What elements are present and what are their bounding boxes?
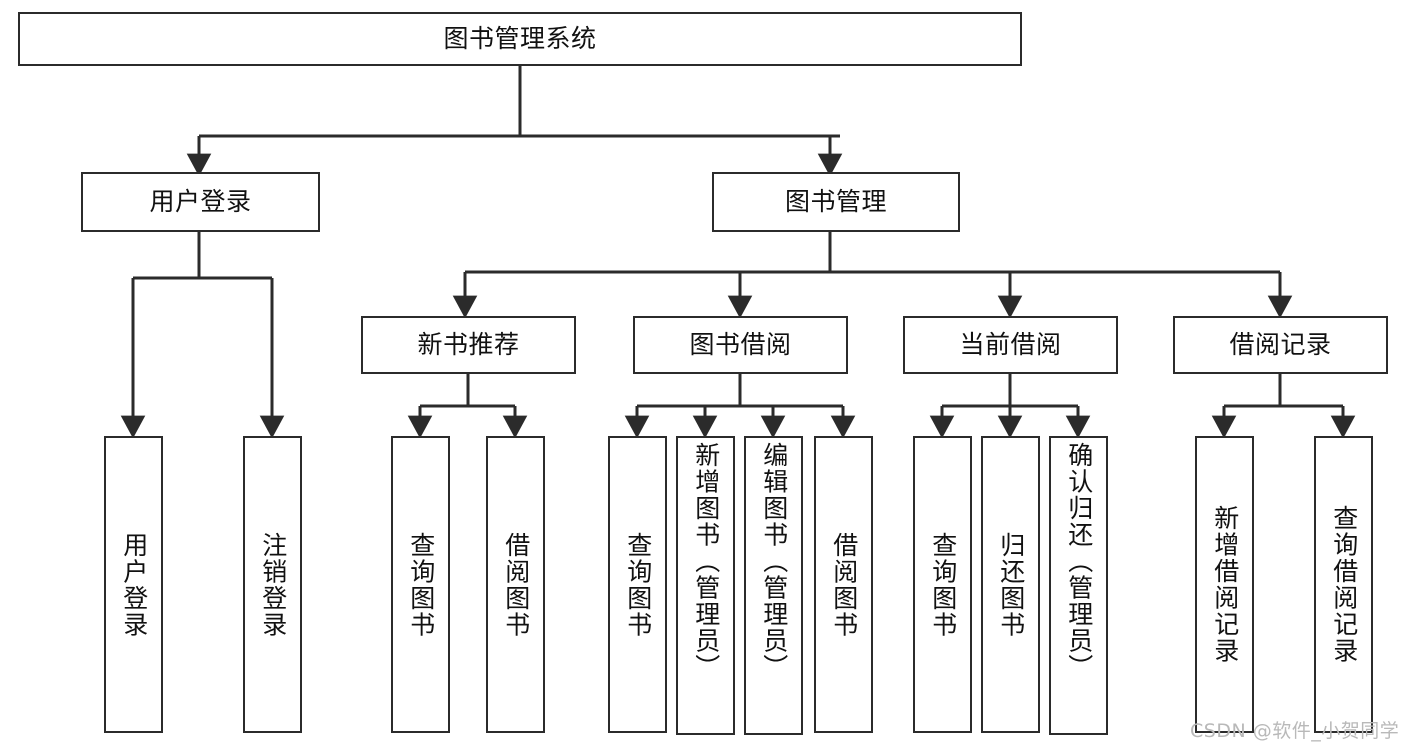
node-borrow-record-label: 借阅记录 xyxy=(1229,330,1332,359)
node-root[interactable]: 图书管理系统 xyxy=(18,12,1022,66)
node-new-book-rec[interactable]: 新书推荐 xyxy=(361,316,576,374)
leaf-add-book-label: 新增图书（管理员） xyxy=(691,442,721,681)
node-book-manage-label: 图书管理 xyxy=(784,187,887,216)
node-current-borrow-label: 当前借阅 xyxy=(959,330,1062,359)
leaf-query-book-3[interactable]: 查询图书 xyxy=(913,436,972,733)
leaf-user-login[interactable]: 用户登录 xyxy=(104,436,163,733)
leaf-borrow-book-1[interactable]: 借阅图书 xyxy=(486,436,545,733)
leaf-edit-book[interactable]: 编辑图书（管理员） xyxy=(744,436,803,735)
leaf-confirm-return-label: 确认归还（管理员） xyxy=(1064,442,1094,681)
leaf-borrow-book-1-label: 借阅图书 xyxy=(501,531,531,638)
leaf-query-record-label: 查询借阅记录 xyxy=(1329,505,1359,664)
node-new-book-rec-label: 新书推荐 xyxy=(417,330,520,359)
leaf-logout-label: 注销登录 xyxy=(258,531,288,638)
leaf-query-book-2-label: 查询图书 xyxy=(623,531,653,638)
node-book-manage[interactable]: 图书管理 xyxy=(712,172,960,232)
leaf-user-login-label: 用户登录 xyxy=(119,531,149,638)
leaf-add-record[interactable]: 新增借阅记录 xyxy=(1195,436,1254,733)
leaf-query-book-3-label: 查询图书 xyxy=(928,531,958,638)
leaf-query-book-2[interactable]: 查询图书 xyxy=(608,436,667,733)
node-root-label: 图书管理系统 xyxy=(443,24,597,53)
leaf-return-book[interactable]: 归还图书 xyxy=(981,436,1040,733)
leaf-add-record-label: 新增借阅记录 xyxy=(1210,505,1240,664)
leaf-borrow-book-2-label: 借阅图书 xyxy=(829,531,859,638)
csdn-watermark: CSDN @软件_小贺同学 xyxy=(1190,720,1400,742)
node-user-login-label: 用户登录 xyxy=(149,187,252,216)
leaf-logout[interactable]: 注销登录 xyxy=(243,436,302,733)
leaf-add-book[interactable]: 新增图书（管理员） xyxy=(676,436,735,735)
leaf-confirm-return[interactable]: 确认归还（管理员） xyxy=(1049,436,1108,735)
node-book-borrow-label: 图书借阅 xyxy=(689,330,792,359)
leaf-borrow-book-2[interactable]: 借阅图书 xyxy=(814,436,873,733)
leaf-return-book-label: 归还图书 xyxy=(996,531,1026,638)
node-borrow-record[interactable]: 借阅记录 xyxy=(1173,316,1388,374)
leaf-query-record[interactable]: 查询借阅记录 xyxy=(1314,436,1373,733)
node-book-borrow[interactable]: 图书借阅 xyxy=(633,316,848,374)
node-user-login[interactable]: 用户登录 xyxy=(81,172,320,232)
leaf-edit-book-label: 编辑图书（管理员） xyxy=(759,442,789,681)
node-current-borrow[interactable]: 当前借阅 xyxy=(903,316,1118,374)
leaf-query-book-1-label: 查询图书 xyxy=(406,531,436,638)
leaf-query-book-1[interactable]: 查询图书 xyxy=(391,436,450,733)
